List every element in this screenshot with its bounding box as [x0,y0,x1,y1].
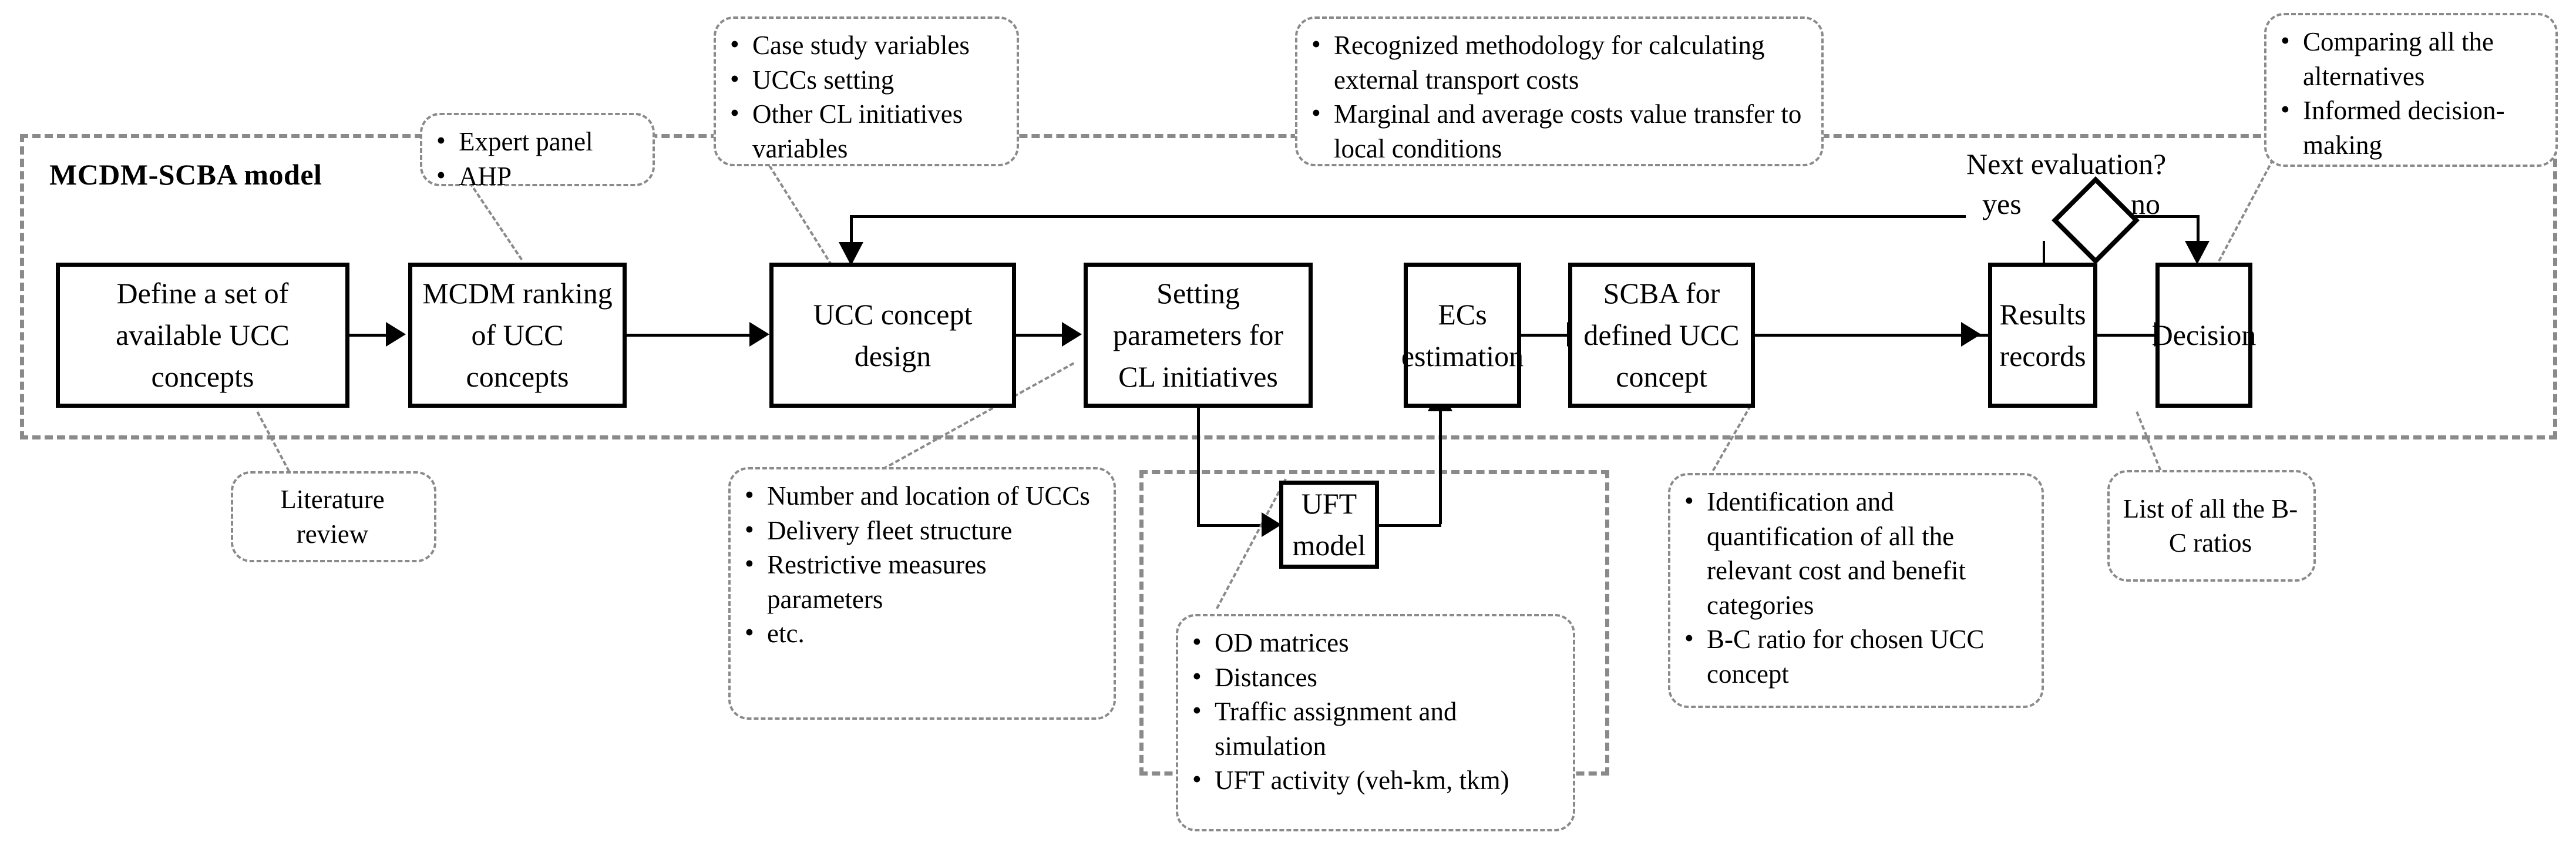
process-box-label: Setting parameters for CL initiatives [1112,277,1284,393]
process-box-scba-defined-ucc[interactable]: SCBA for defined UCC concept [1568,263,1755,408]
callout-item: UFT activity (veh-km, tkm) [1188,762,1561,798]
callout-item: Identification and quantification of all… [1680,484,2030,622]
callout-scba-outputs: Identification and quantification of all… [1668,473,2044,708]
callout-list: Expert panel AHP [432,123,641,194]
callout-expert-panel: Expert panel AHP [420,113,655,192]
connector-5-6 [1519,334,1567,337]
connector-3-4 [1016,334,1062,337]
process-box-uft-model[interactable]: UFT model [1279,481,1379,569]
process-box-label: Results records [1999,297,2086,373]
callout-item: Expert panel [432,123,641,159]
process-box-decision[interactable]: Decision [2152,263,2256,408]
process-box-label: Define a set of available UCC concepts [116,277,290,393]
process-box-ucc-concept-design[interactable]: UCC concept design [769,263,1016,408]
callout-list: Comparing all the alternatives Informed … [2276,24,2544,162]
callout-text: List of all the B-C ratios [2123,494,2298,558]
arrowhead-3-4 [1062,322,1082,347]
callout-item: etc. [740,615,1102,651]
model-region-title: MCDM-SCBA model [49,158,322,191]
callout-item: Other CL initiatives variables [725,96,1005,166]
arrowhead-1-2 [386,322,406,347]
process-box-label: MCDM ranking of UCC concepts [422,277,613,393]
arrowhead-setting-uft [1262,512,1282,537]
connector-setting-down [1197,408,1200,525]
process-box-label: UFT model [1292,487,1366,562]
callout-comparing: Comparing all the alternatives Informed … [2264,13,2558,167]
callout-item: B-C ratio for chosen UCC concept [1680,621,2030,691]
connector-1-2 [349,334,386,337]
process-box-label: SCBA for defined UCC concept [1583,277,1740,393]
callout-text: Literature review [280,485,385,549]
decision-question-label: Next evaluation? [1966,147,2167,180]
process-box-label: Decision [2151,318,2256,351]
callout-uft-inputs: OD matrices Distances Traffic assignment… [1176,614,1575,831]
callout-literature-review: Literature review [231,471,436,562]
callout-item: Comparing all the alternatives [2276,24,2544,93]
connector-no-branch [2121,215,2198,218]
process-box-define-ucc-concepts[interactable]: Define a set of available UCC concepts [56,263,349,408]
callout-methodology: Recognized methodology for calculating e… [1295,16,1824,166]
arrowhead-2-3 [749,322,769,347]
callout-bc-ratios: List of all the B-C ratios [2107,470,2316,582]
callout-item: OD matrices [1188,625,1561,660]
process-box-label: ECs estimation [1401,297,1524,373]
callout-item: Traffic assignment and simulation [1188,693,1561,763]
callout-list: OD matrices Distances Traffic assignment… [1188,625,1561,798]
arrowhead-6-results [1961,322,1981,347]
connector-2-3 [626,334,749,337]
connector-setting-to-uft [1197,524,1262,527]
connector-uft-right [1377,524,1441,527]
callout-item: Delivery fleet structure [740,512,1102,548]
process-box-setting-parameters[interactable]: Setting parameters for CL initiatives [1084,263,1313,408]
connector-yes-branch [850,215,1966,218]
process-box-ecs-estimation[interactable]: ECs estimation [1401,263,1524,408]
arrowhead-no-decision [2185,241,2210,264]
connector-yes-down [850,215,853,257]
callout-item: Number and location of UCCs [740,478,1102,514]
callout-item: AHP [432,158,641,194]
connector-uft-up [1439,411,1442,524]
connector-6-results [1753,334,1988,337]
callout-list: Identification and quantification of all… [1680,484,2030,691]
callout-item: Marginal and average costs value transfe… [1307,96,1810,166]
connector-7-8 [2096,334,2154,337]
process-box-label: UCC concept design [813,297,973,373]
callout-list: Case study variables UCCs setting Other … [725,27,1005,166]
process-box-results-records[interactable]: Results records [1988,263,2097,408]
callout-list: Number and location of UCCs Delivery fle… [740,478,1102,651]
connector-diamond-results [2043,241,2045,264]
connector-no-down [2197,215,2200,250]
decision-yes-label: yes [1982,187,2022,220]
process-box-mcdm-ranking[interactable]: MCDM ranking of UCC concepts [408,263,627,408]
callout-item: Informed decision-making [2276,92,2544,162]
callout-item: Case study variables [725,27,1005,63]
callout-item: Distances [1188,659,1561,695]
callout-list: Recognized methodology for calculating e… [1307,27,1810,166]
callout-item: Restrictive measures parameters [740,546,1102,616]
callout-item: Recognized methodology for calculating e… [1307,27,1810,97]
decision-no-label: no [2131,187,2160,220]
mcdm-scba-model-region [20,134,2557,439]
callout-case-study: Case study variables UCCs setting Other … [714,16,1019,166]
arrowhead-yes-ucc [839,242,863,266]
callout-parameters: Number and location of UCCs Delivery fle… [728,467,1116,720]
callout-item: UCCs setting [725,62,1005,98]
